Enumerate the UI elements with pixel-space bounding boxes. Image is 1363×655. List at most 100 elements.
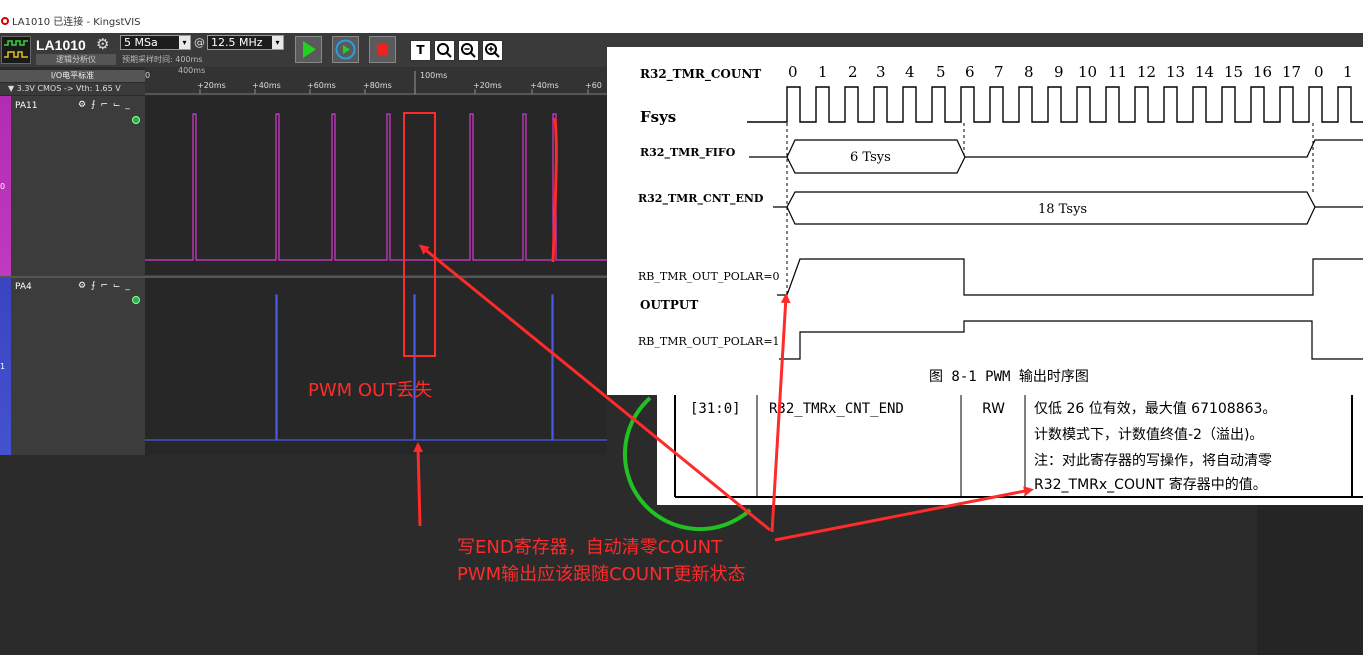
channel-color-bar [0,96,11,276]
channel-header-pa4[interactable]: PA4 ⚙ ⨍ ⌐ ⌙ _ 1 [0,278,145,455]
count-value: 16 [1253,63,1272,81]
channel-index: 0 [0,182,6,191]
ruler-ticks-graphic [145,71,607,95]
channel-status-led-icon [132,116,140,124]
estimated-sample-time: 预期采样时间: 400ms [122,55,203,64]
output-polar0-waveform [777,258,1363,296]
app-icon [1,17,9,25]
count-value: 3 [876,63,886,81]
ruler-origin: 0 [145,71,151,80]
start-button[interactable] [295,36,322,63]
stop-button[interactable] [369,36,396,63]
waveform-area-pa11[interactable] [145,96,607,277]
count-value: 0 [788,63,798,81]
ruler-tick: +60ms [307,81,336,90]
play-icon [303,41,316,58]
signal-label-cnt-end: R32_TMR_CNT_END [638,192,764,206]
waveform-icon [4,40,28,58]
register-access: RW [982,401,1006,417]
annotation-note-line2: PWM输出应该跟随COUNT更新状态 [457,564,746,585]
right-panel-strip [1257,505,1363,655]
window-title: LA1010 已连接 - KingstVIS [12,17,141,28]
zoom-in-button[interactable] [482,40,503,61]
logic-analyzer-icon[interactable] [1,36,31,64]
register-desc-line: R32_TMRx_COUNT 寄存器中的值。 [1034,477,1267,493]
fifo-bus-bottom [786,156,966,174]
ruler-tick: +40ms [530,81,559,90]
zoom-fit-button[interactable] [434,40,455,61]
datasheet-timing-diagram: R32_TMR_COUNT Fsys R32_TMR_FIFO R32_TMR_… [607,47,1363,395]
channel-status-led-icon [132,296,140,304]
channel-name[interactable]: PA11 [15,101,38,111]
ruler-tick: +20ms [473,81,502,90]
ruler-major-label: 100ms [420,71,448,80]
count-value: 14 [1195,63,1214,81]
ruler-tick: +20ms [197,81,226,90]
count-value: 13 [1166,63,1185,81]
pwm-timing-figure: R32_TMR_COUNT Fsys R32_TMR_FIFO R32_TMR_… [638,63,1363,360]
count-value: 1 [1343,63,1353,81]
ruler-tick: +40ms [252,81,281,90]
count-value: 4 [905,63,915,81]
channel-name[interactable]: PA4 [15,282,32,292]
signal-label-fifo: R32_TMR_FIFO [640,146,736,160]
title-bar: LA1010 已连接 - KingstVIS [0,0,1363,33]
channel-color-bar [0,278,11,455]
count-value: 7 [994,63,1004,81]
device-name: LA1010 [36,37,86,53]
count-value: 11 [1108,63,1127,81]
stop-icon [377,44,388,55]
sample-frequency-value: 12.5 MHz [211,36,263,49]
cnt-end-bus [773,191,1363,208]
count-value: 1 [818,63,828,81]
sample-rate-select[interactable]: 5 MSa ▾ [120,35,191,50]
channel-index: 1 [0,362,6,371]
count-value: 9 [1054,63,1064,81]
ruler-tick: +60 [585,81,602,90]
signal-label-output: OUTPUT [640,298,698,312]
magnifier-icon [437,43,452,58]
fifo-value: 6 Tsys [850,150,891,165]
io-standard-select[interactable]: ▼ 3.3V CMOS -> Vth: 1.65 V [0,83,145,95]
channel-trigger-controls[interactable]: ⚙ ⨍ ⌐ ⌙ _ [78,281,131,291]
ruler-duration: 400ms [178,67,206,75]
count-value: 5 [936,63,946,81]
fsys-clock-waveform [747,86,1363,123]
register-desc-line: 注：对此寄存器的写操作，将自动清零 [1034,453,1272,469]
count-value: 6 [965,63,975,81]
annotation-note-line1: 写END寄存器，自动清零COUNT [457,537,723,558]
count-value: 10 [1078,63,1097,81]
annotation-pwm-lost: PWM OUT丢失 [308,380,433,401]
arrow-to-pa4-edge [413,442,424,527]
count-value: 2 [848,63,858,81]
register-desc-line: 仅低 26 位有效，最大值 67108863。 [1034,401,1277,417]
channel-divider [0,276,607,278]
sample-rate-value: 5 MSa [124,36,158,49]
signal-label-count: R32_TMR_COUNT [640,67,761,82]
pa4-waveform [145,294,607,441]
figure-caption: 图 8-1 PWM 输出时序图 [929,369,1089,385]
loop-play-icon [335,39,356,60]
register-table: [31:0] R32_TMRx_CNT_END RW 仅低 26 位有效，最大值… [657,395,1363,505]
signal-label-polar1: RB_TMR_OUT_POLAR=1 [638,335,780,348]
signal-label-polar0: RB_TMR_OUT_POLAR=0 [638,270,780,283]
chevron-down-icon: ▾ [179,36,190,49]
zoom-out-button[interactable] [458,40,479,61]
device-settings-gear-icon[interactable]: ⚙ [96,35,110,53]
text-tool-button[interactable]: T [410,40,431,61]
ruler-tick: +80ms [363,81,392,90]
waveform-area-pa4[interactable] [145,278,607,455]
io-standard-label: I/O电平标准 [0,70,145,82]
signal-label-fsys: Fsys [640,108,676,126]
io-standard-value: ▼ 3.3V CMOS -> Vth: 1.65 V [8,84,121,93]
count-value: 8 [1024,63,1034,81]
register-desc-line: 计数模式下，计数值终值-2（溢出)。 [1034,427,1264,443]
time-ruler[interactable]: 0 +20ms +40ms +60ms +80ms 100ms +20ms +4… [145,67,607,95]
repeat-start-button[interactable] [332,36,359,63]
channel-header-pa11[interactable]: PA11 ⚙ ⨍ ⌐ ⌙ _ 0 [0,96,145,276]
count-values: 0 1 2 3 4 5 6 7 8 9 10 11 12 13 14 15 16… [788,63,1353,81]
count-value: 0 [1314,63,1324,81]
cnt-end-bus-bottom [786,206,1316,225]
channel-trigger-controls[interactable]: ⚙ ⨍ ⌐ ⌙ _ [78,100,131,110]
sample-frequency-select[interactable]: 12.5 MHz ▾ [207,35,284,50]
